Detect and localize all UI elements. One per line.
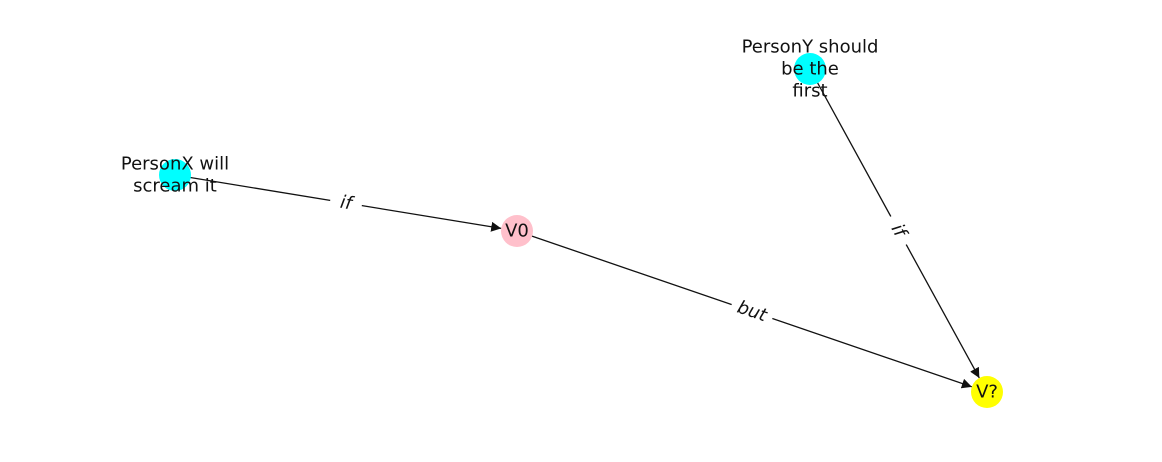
node-label-line: PersonX will [121,154,229,175]
node-label-line: first [792,81,827,102]
edge-label-group: if [881,211,916,250]
node-label-line: PersonY should [742,37,879,58]
edge-label-background [881,211,916,250]
node-label-line: scream it [133,176,217,197]
edge-label-background [728,294,776,329]
edge-label-background [328,189,364,217]
node-persony [794,53,826,85]
node-vq [971,376,1003,408]
edge-label-group: but [728,294,776,329]
node-label-line: V? [976,382,998,403]
node-personx [159,159,191,191]
edges-layer [174,68,980,389]
node-label-line: V0 [505,221,529,242]
edge-label-group: if [328,189,364,217]
labels-layer: if but if [328,189,916,329]
node-v0 [501,215,533,247]
node-label-line: be the [781,59,839,80]
